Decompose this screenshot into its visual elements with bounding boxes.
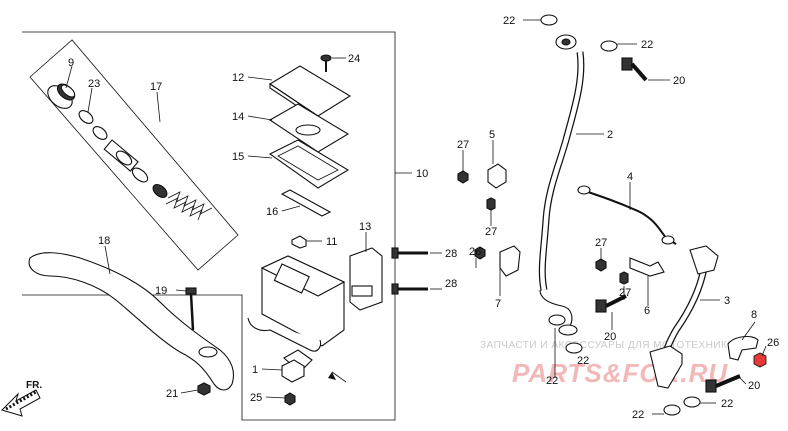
leader-lines	[65, 19, 767, 415]
bracket-6	[629, 257, 665, 277]
washer-3	[548, 314, 566, 326]
piston-kit-panel	[29, 39, 239, 271]
hose-fitting-top	[555, 34, 577, 50]
cap-screw	[320, 54, 332, 72]
holder-bolt-lower	[391, 283, 428, 295]
callout-label: 8	[751, 309, 757, 321]
callout-label: 10	[416, 168, 428, 180]
diaphragm	[268, 139, 350, 189]
boot-part	[47, 83, 76, 109]
callout-label: 28	[445, 278, 457, 290]
callout-label: 7	[495, 298, 501, 310]
callout-label: 5	[489, 129, 495, 141]
circlip-part	[78, 110, 94, 124]
callout-label: 20	[673, 75, 685, 87]
callout-label: 15	[232, 151, 244, 163]
part-8	[727, 335, 759, 361]
banjo-bolt-top	[621, 57, 648, 82]
callout-label: 12	[232, 72, 244, 84]
callout-label: 27	[457, 139, 469, 151]
callout-label: 25	[250, 392, 262, 404]
piston-parts	[92, 126, 213, 221]
bolt-26-highlight	[753, 352, 767, 368]
holder-clamp	[349, 247, 383, 311]
brake-lever	[28, 252, 235, 391]
callout-label: 19	[155, 285, 167, 297]
bolt-20-low	[705, 374, 741, 393]
callout-label: 22	[721, 398, 733, 410]
callout-label: 13	[359, 221, 371, 233]
brake-pipe	[581, 189, 677, 245]
callout-label: 18	[98, 235, 110, 247]
washer-4	[565, 342, 583, 354]
callout-label: 17	[150, 81, 162, 93]
bolt-20-mid	[595, 294, 627, 313]
callout-label: 23	[88, 78, 100, 90]
callout-label: 24	[348, 53, 360, 65]
callout-label: FR.	[26, 380, 42, 391]
callout-label: 11	[326, 236, 337, 248]
callout-label: 26	[767, 337, 779, 349]
callout-label: 16	[266, 206, 278, 218]
brake-switch	[281, 359, 305, 383]
holder-bolt-upper	[391, 247, 428, 259]
callout-label: 20	[748, 380, 760, 392]
callout-label: 4	[627, 171, 633, 183]
callout-label: 26	[469, 246, 481, 258]
callout-label: 28	[445, 248, 457, 260]
bolt-27-a	[457, 170, 469, 184]
washer-5	[663, 404, 681, 416]
master-cylinder-body	[247, 255, 346, 373]
callout-label: 9	[68, 57, 74, 69]
callout-label: 27	[485, 226, 497, 238]
callout-label: 22	[546, 375, 558, 387]
switch-screw	[284, 392, 296, 406]
callout-label: 6	[644, 305, 650, 317]
callout-label: 2	[607, 129, 613, 141]
bolt-27-b	[486, 197, 496, 211]
brake-hose-upper	[538, 51, 585, 291]
washer-1	[540, 14, 558, 26]
joint-bracket	[487, 163, 507, 189]
washer-2	[600, 40, 618, 52]
assembly-box-outline	[22, 31, 396, 421]
callout-label: 21	[166, 388, 178, 400]
bolt-26	[474, 246, 486, 260]
lever-nut	[197, 382, 211, 396]
callout-label: 27	[619, 287, 631, 299]
bolt-27-d	[619, 271, 629, 285]
washer-6	[683, 396, 701, 408]
reservoir-cap	[268, 65, 352, 117]
callout-label: 1	[252, 364, 258, 376]
front-direction-arrow	[1, 389, 41, 417]
callout-labels: 22 22 20 24 12 9 23 17 14 2 15 5 27 10 4…	[26, 15, 779, 421]
pivot-bolt	[185, 287, 197, 331]
callout-label: 22	[577, 355, 589, 367]
callout-label: 20	[604, 331, 616, 343]
bolt-27-c	[595, 258, 607, 272]
bracket-7	[499, 245, 521, 277]
watermark-line1: ЗАПЧАСТИ И АКСЕССУАРЫ ДЛЯ МОТОТЕХНИКИ	[480, 340, 735, 351]
callout-label: 27	[595, 237, 607, 249]
clip-part	[291, 235, 307, 249]
callout-label: 3	[724, 295, 730, 307]
callout-label: 14	[232, 111, 244, 123]
float-plate	[280, 189, 332, 217]
watermark-logo: PARTS&FOR.RU	[512, 358, 728, 388]
callout-label: 22	[641, 39, 653, 51]
callout-label: 22	[632, 409, 644, 421]
callout-label: 22	[503, 15, 515, 27]
